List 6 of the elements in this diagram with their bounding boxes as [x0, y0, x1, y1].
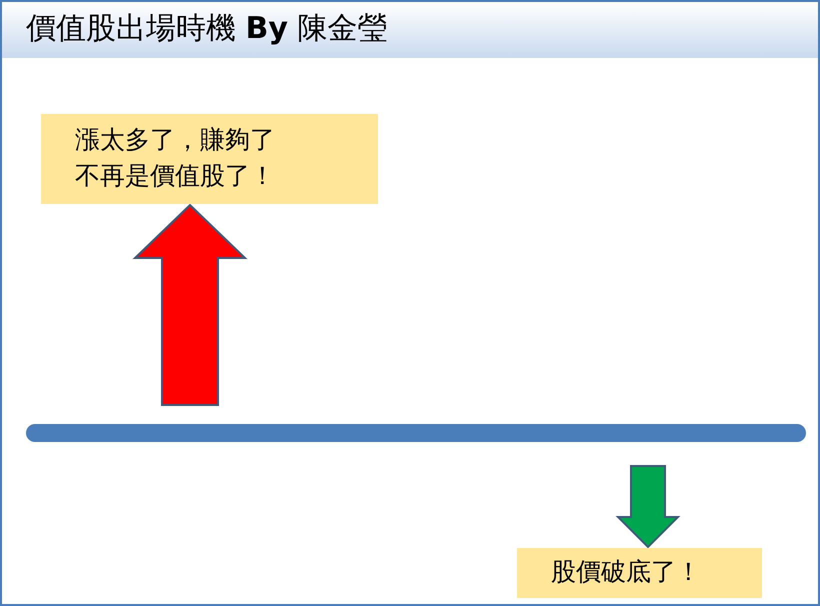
- note-box: 漲太多了，賺夠了不再是價值股了！: [41, 114, 378, 204]
- block-arrow: [616, 465, 680, 548]
- block-arrow: [132, 204, 248, 406]
- baseline-bar: [26, 424, 806, 442]
- note-box: 股價破底了！: [517, 548, 762, 598]
- title: 價值股出場時機 By 陳金瑩: [26, 10, 388, 48]
